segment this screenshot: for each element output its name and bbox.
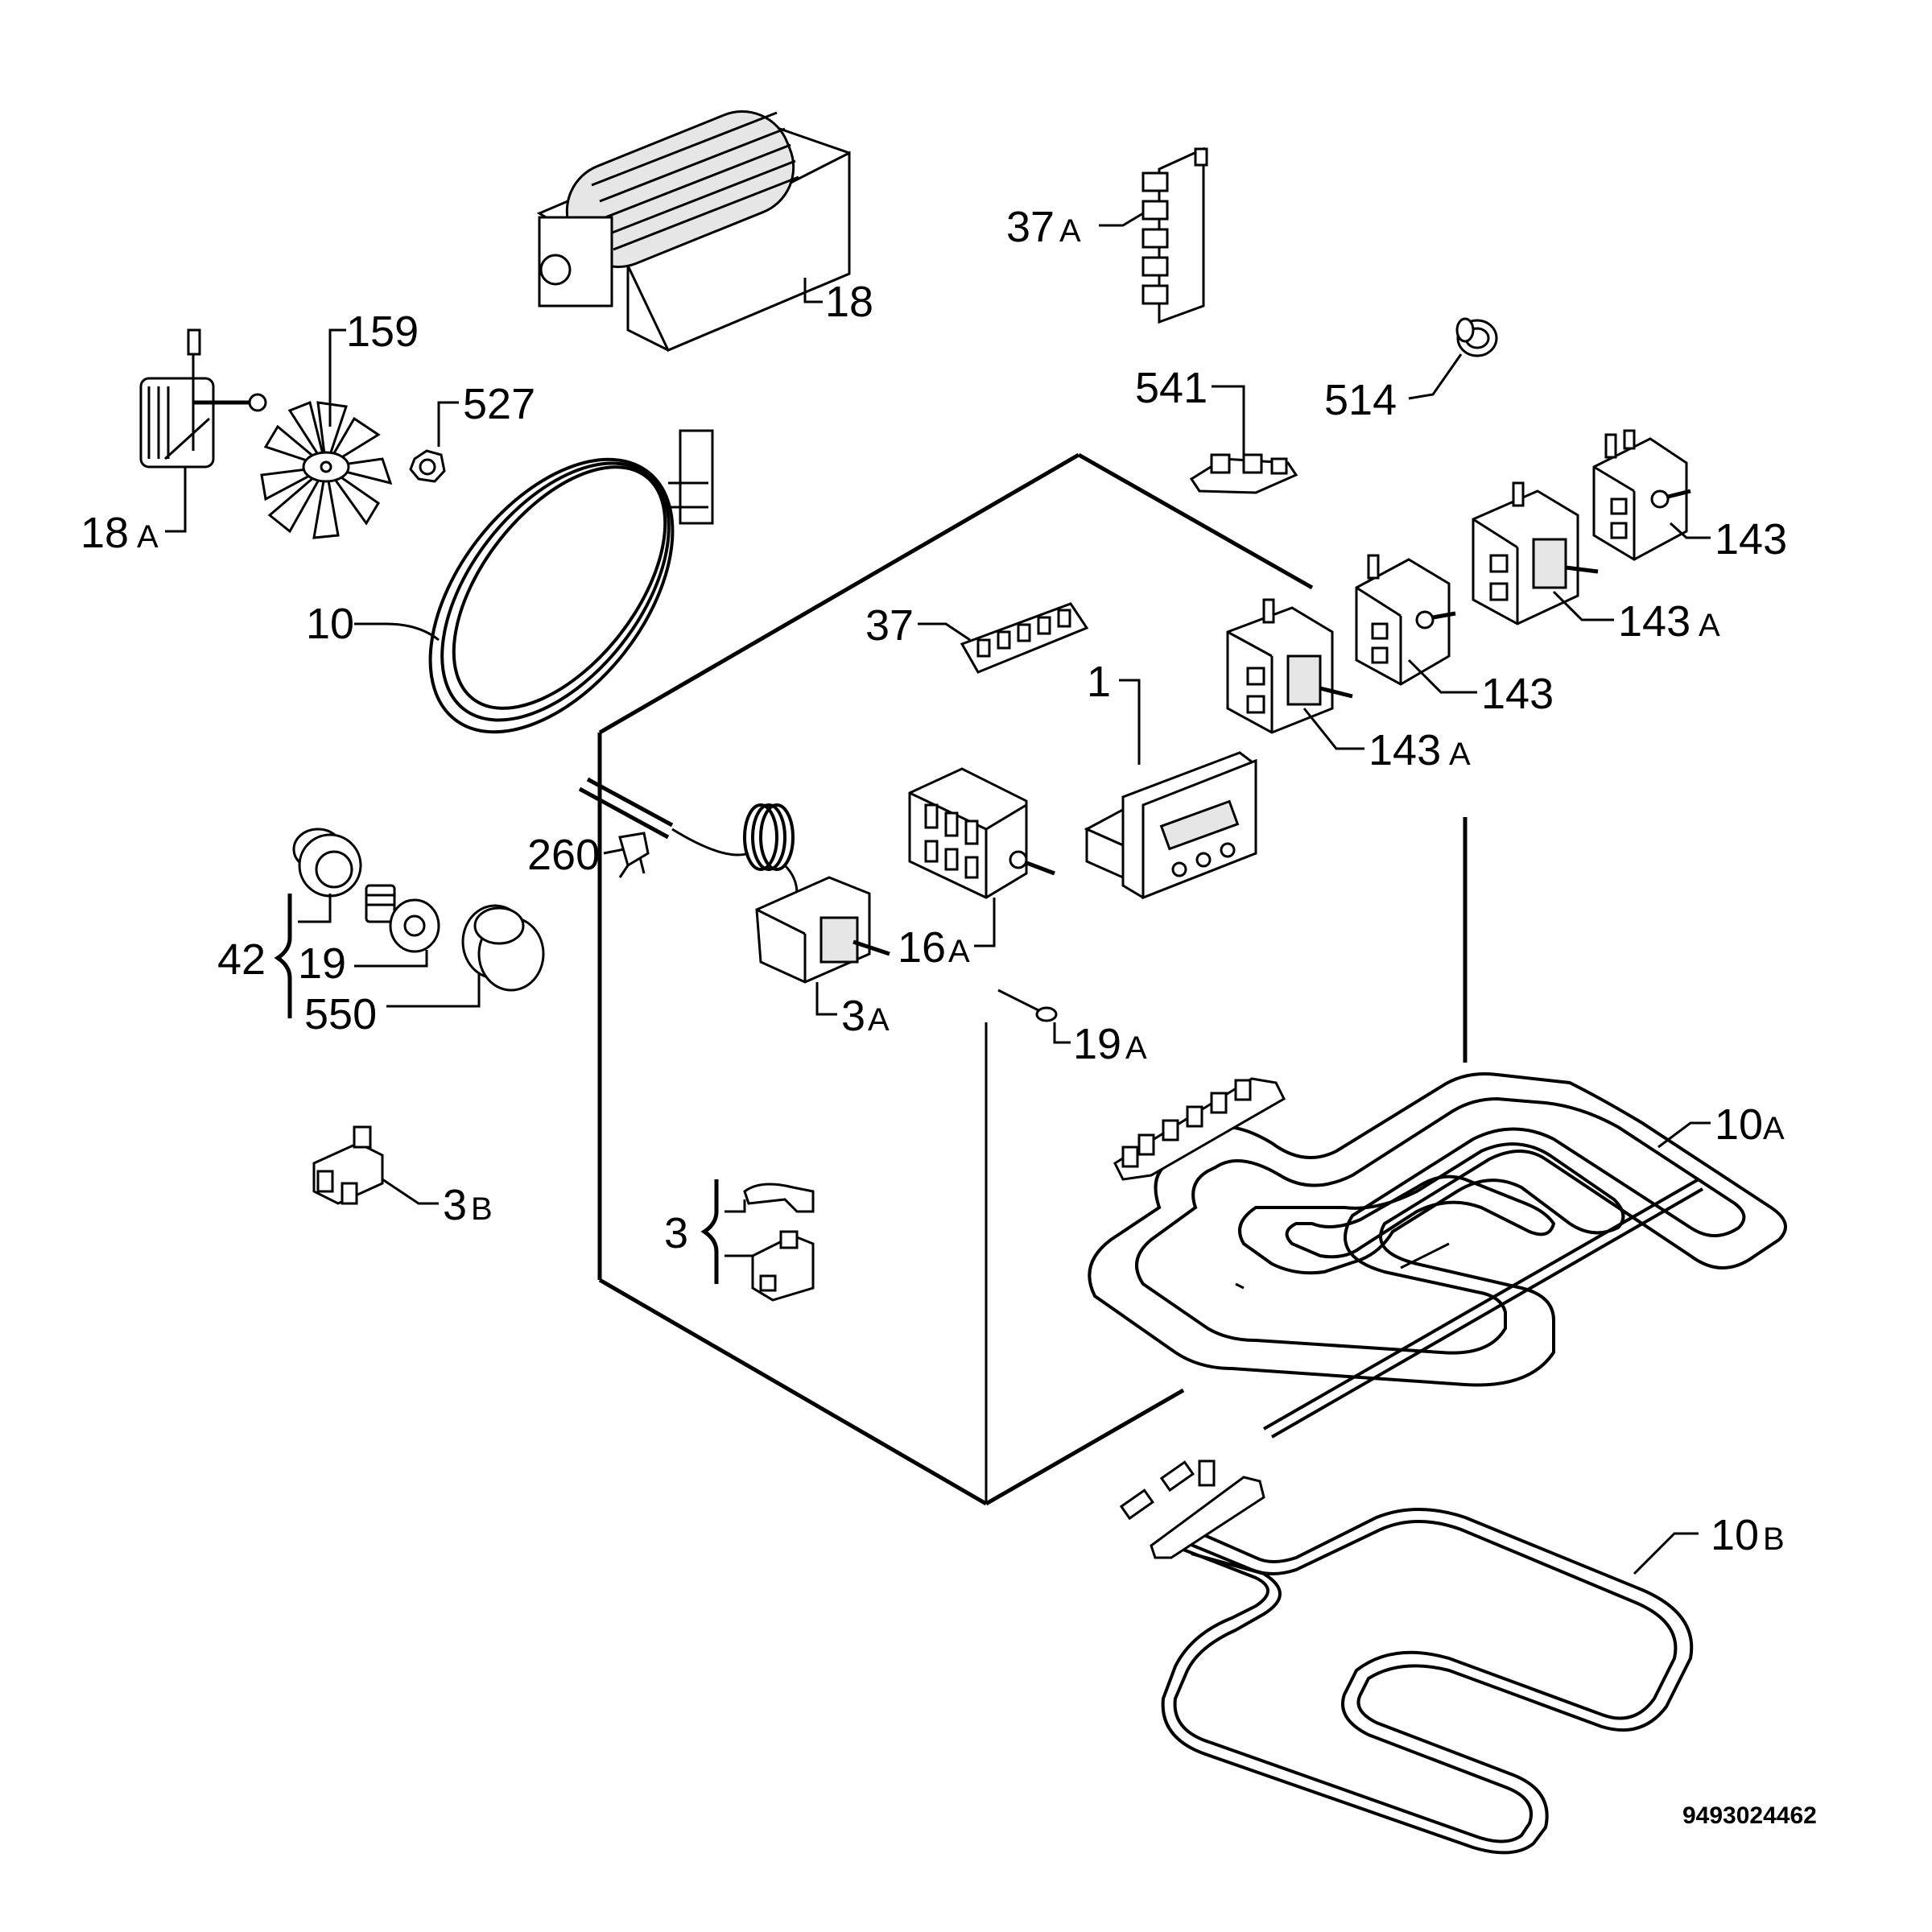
svg-text:B: B — [1763, 1521, 1785, 1557]
svg-text:19: 19 — [1073, 1020, 1121, 1068]
svg-text:3: 3 — [841, 992, 865, 1040]
grill-element-10a — [1088, 1072, 1787, 1439]
label-37a: 37 A — [1006, 203, 1144, 251]
label-3b: 3 B — [382, 1178, 493, 1229]
label-42-group: 42 19 550 — [217, 894, 481, 1038]
label-10b: 10 B — [1633, 1511, 1785, 1575]
svg-text:19: 19 — [298, 939, 346, 988]
lamp-holder-42 — [292, 828, 362, 898]
svg-text:A: A — [1699, 608, 1720, 643]
svg-text:1: 1 — [1087, 658, 1111, 706]
thermal-cutout-3b — [312, 1125, 384, 1205]
lower-element-10b — [1119, 1459, 1694, 1855]
svg-text:550: 550 — [304, 990, 377, 1038]
label-541: 541 — [1135, 364, 1245, 455]
label-37: 37 — [865, 601, 971, 650]
svg-text:42: 42 — [217, 935, 266, 984]
svg-text:3: 3 — [664, 1209, 688, 1257]
bulb-19 — [365, 884, 440, 953]
label-10a: 10 A — [1657, 1100, 1785, 1149]
label-260: 260 — [527, 831, 625, 879]
svg-text:159: 159 — [346, 308, 419, 356]
svg-text:18: 18 — [825, 278, 873, 326]
label-3-group: 3 — [664, 1179, 753, 1284]
electronic-timer-1 — [1084, 751, 1257, 900]
switch-143a-mid — [1226, 598, 1353, 734]
svg-text:143: 143 — [1368, 726, 1441, 774]
svg-text:143: 143 — [1481, 670, 1554, 718]
svg-text:A: A — [137, 519, 159, 555]
label-143a-top: 143 A — [1552, 590, 1720, 646]
label-143a-mid: 143 A — [1302, 708, 1471, 774]
switch-143-top — [1592, 429, 1691, 561]
label-1: 1 — [1087, 658, 1141, 765]
fan-blade-159 — [260, 400, 393, 539]
svg-text:A: A — [948, 934, 970, 969]
thermostat-3a — [578, 777, 890, 984]
bracket-541 — [1189, 453, 1298, 494]
svg-text:A: A — [868, 1002, 890, 1038]
svg-text:10: 10 — [306, 600, 354, 648]
label-19a: 19 A — [1053, 1020, 1147, 1068]
svg-text:A: A — [1763, 1111, 1785, 1146]
label-10: 10 — [306, 600, 440, 648]
terminal-block-37a — [1141, 147, 1208, 324]
lamp-cover-550 — [461, 904, 545, 992]
switch-143-mid — [1355, 554, 1456, 686]
label-159: 159 — [328, 308, 419, 427]
svg-text:527: 527 — [463, 380, 535, 428]
svg-text:10: 10 — [1715, 1100, 1763, 1149]
thermostat-3 — [743, 1183, 815, 1302]
svg-text:143: 143 — [1715, 515, 1787, 564]
tangential-fan-18 — [536, 110, 851, 352]
selector-switch-16a — [908, 767, 1055, 899]
label-16a: 16 A — [898, 898, 996, 972]
label-527: 527 — [437, 380, 535, 447]
clip-260 — [618, 832, 650, 878]
svg-text:37: 37 — [865, 601, 914, 650]
svg-text:10: 10 — [1711, 1511, 1759, 1559]
svg-text:260: 260 — [527, 831, 600, 879]
svg-text:A: A — [1059, 213, 1081, 249]
svg-text:143: 143 — [1618, 597, 1690, 646]
label-143-mid: 143 — [1407, 658, 1554, 718]
svg-text:37: 37 — [1006, 203, 1055, 251]
label-514: 514 — [1324, 353, 1463, 424]
circular-element-10 — [428, 429, 714, 734]
indicator-19a — [997, 989, 1058, 1022]
svg-text:A: A — [1125, 1030, 1147, 1066]
svg-text:B: B — [471, 1191, 493, 1227]
document-number: 9493024462 — [1682, 1802, 1817, 1829]
svg-text:541: 541 — [1135, 364, 1208, 412]
label-143-top: 143 — [1669, 515, 1787, 564]
oven-cabinet-outline — [597, 452, 1468, 1506]
nut-527 — [409, 449, 446, 483]
svg-text:514: 514 — [1324, 376, 1397, 424]
fan-motor-18a — [139, 328, 267, 469]
switch-143a-top — [1472, 481, 1599, 625]
label-3a: 3 A — [815, 982, 890, 1040]
svg-text:A: A — [1449, 737, 1471, 772]
svg-text:18: 18 — [80, 509, 129, 557]
label-18: 18 — [803, 278, 873, 326]
svg-text:16: 16 — [898, 923, 946, 972]
terminal-strip-37 — [960, 602, 1089, 674]
label-18a: 18 A — [80, 467, 187, 557]
grommet-514 — [1455, 317, 1498, 357]
svg-text:3: 3 — [443, 1181, 467, 1229]
